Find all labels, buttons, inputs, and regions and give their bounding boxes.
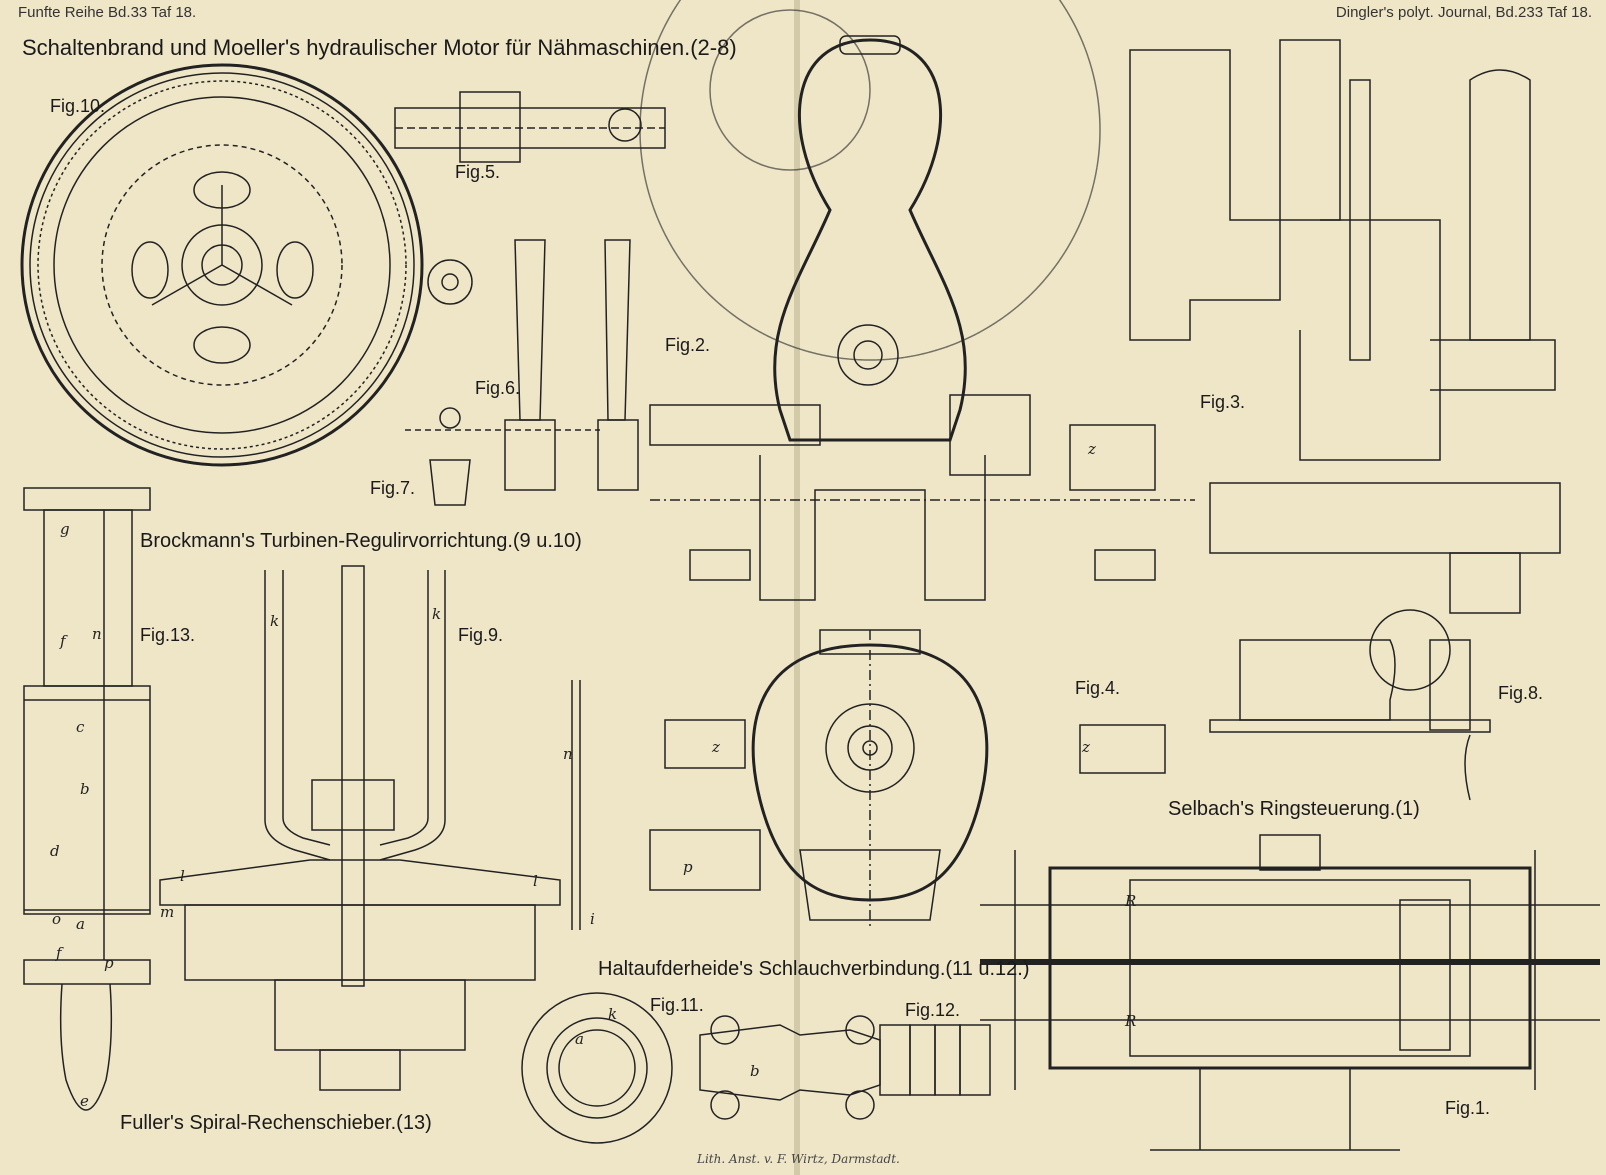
fig6-fig7-levers [405,239,639,506]
letter-f-lower: f [56,944,62,962]
fig7-label: Fig.7. [370,478,416,498]
fig5-valve [394,91,666,163]
fig11-label: Fig.11. [650,995,704,1015]
title-selbach-ref: (1) [1395,798,1420,820]
letter-l-left: l [180,867,185,885]
lithographer-imprint: Lith. Anst. v. F. Wirtz, Darmstadt. [697,1152,900,1166]
fig13-label: Fig.13. [140,625,196,645]
letter-l-right: l [533,872,538,890]
fig4-cylinder [649,629,1166,930]
title-haltaufderheide-ref: (11 u.12.) [945,958,1030,980]
title-fuller-ref: (13) [396,1112,432,1134]
letter-i: i [590,910,595,928]
letter-m: m [160,903,175,921]
fig12-label: Fig.12. [905,1000,961,1020]
title-schaltenbrand-ref: (2-8) [690,35,737,60]
letter-p-fig4: p [683,858,693,876]
fig10-label: Fig.10. [50,96,106,116]
letter-k-right: k [432,605,442,623]
title-brockmann-text: Brockmann's Turbinen-Regulirvorrichtung. [140,530,513,552]
fig13-slide-rule [23,487,151,1111]
title-fuller-text: Fuller's Spiral-Rechenschieber. [120,1112,397,1134]
letter-p-fig13: p [104,954,114,972]
fig4-label: Fig.4. [1075,678,1121,698]
fig5-label: Fig.5. [455,162,501,182]
title-brockmann-ref: (9 u.10) [512,530,582,552]
fig2-label: Fig.2. [665,335,711,355]
letter-r-top: R [1125,892,1137,910]
fig1-cylinder [980,834,1600,1151]
fig12-hose-coupling [699,1015,991,1120]
letter-r-bottom: R [1125,1012,1137,1030]
letter-f-upper: f [60,632,66,650]
letter-a-fig11: a [575,1030,584,1048]
title-schaltenbrand: Schaltenbrand und Moeller's hydraulische… [22,35,737,61]
plate-series-label: Funfte Reihe Bd.33 Taf 18. [18,4,197,21]
letter-k-fig11: k [608,1005,618,1023]
letter-a: a [76,915,85,933]
fig3-side-section [1129,39,1561,614]
letter-g: g [60,520,70,538]
fig9-turbine [159,565,581,1091]
letter-n-fig13: n [92,625,102,643]
journal-label: Dingler's polyt. Journal, Bd.233 Taf 18. [1335,4,1592,21]
fig11-ring [521,992,673,1144]
title-selbach-text: Selbach's Ringsteuerung. [1168,798,1396,820]
letter-c: c [76,718,85,736]
title-haltaufderheide-text: Haltaufderheide's Schlauchverbindung. [598,958,946,980]
title-schaltenbrand-text: Schaltenbrand und Moeller's hydraulische… [22,35,691,60]
letter-k-left: k [270,612,280,630]
fig2-motor-body [639,0,1195,601]
title-selbach: Selbach's Ringsteuerung.(1) [1168,798,1420,821]
fig10-gear-wheel [20,63,473,467]
letter-b-fig12: b [750,1062,760,1080]
letter-o: o [52,910,62,928]
letter-e: e [80,1092,89,1110]
letter-b: b [80,780,90,798]
letter-n-fig9: n [563,745,573,763]
fig8-sewing-machine [1209,609,1491,801]
letter-z-right: z [1082,738,1090,756]
letter-z-left: z [712,738,720,756]
title-haltaufderheide: Haltaufderheide's Schlauchverbindung.(11… [598,958,1030,981]
fig8-label: Fig.8. [1498,683,1544,703]
fig6-label: Fig.6. [475,378,521,398]
letter-z-fig2: z [1088,440,1096,458]
title-brockmann: Brockmann's Turbinen-Regulirvorrichtung.… [140,530,582,553]
fig3-label: Fig.3. [1200,392,1246,412]
fig1-label: Fig.1. [1445,1098,1491,1118]
fig9-label: Fig.9. [458,625,504,645]
title-fuller: Fuller's Spiral-Rechenschieber.(13) [120,1112,432,1135]
letter-d: d [50,842,60,860]
